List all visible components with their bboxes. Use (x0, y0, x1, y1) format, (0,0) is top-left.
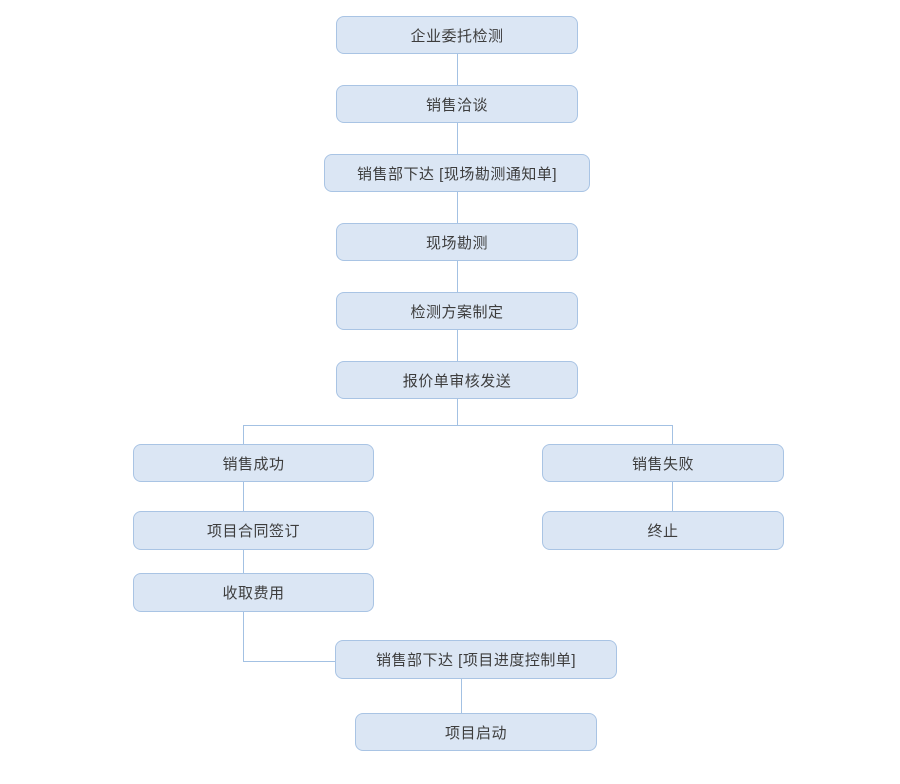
node-terminate[interactable]: 终止 (542, 511, 784, 550)
node-fee-collection[interactable]: 收取费用 (133, 573, 374, 612)
connector-success-to-contract (243, 482, 244, 511)
node-test-plan[interactable]: 检测方案制定 (336, 292, 578, 330)
node-enterprise-entrust-testing[interactable]: 企业委托检测 (336, 16, 578, 54)
connector-plan-to-quotation (457, 330, 458, 361)
node-sales-success[interactable]: 销售成功 (133, 444, 374, 482)
connector-fee-stem (243, 612, 244, 661)
connector-sales-talk-to-notice (457, 123, 458, 154)
node-quotation-review[interactable]: 报价单审核发送 (336, 361, 578, 399)
node-project-launch[interactable]: 项目启动 (355, 713, 597, 751)
connector-site-survey-to-plan (457, 261, 458, 292)
connector-contract-to-fee (243, 550, 244, 573)
connector-split-to-failure (672, 425, 673, 444)
connector-fee-to-progress (243, 661, 335, 662)
connector-notice-to-site-survey (457, 192, 458, 223)
node-sales-failure[interactable]: 销售失败 (542, 444, 784, 482)
node-survey-notice[interactable]: 销售部下达 [现场勘测通知单] (324, 154, 590, 192)
connector-split-bar (243, 425, 673, 426)
node-site-survey[interactable]: 现场勘测 (336, 223, 578, 261)
node-contract-signing[interactable]: 项目合同签订 (133, 511, 374, 550)
connector-entrust-to-sales-talk (457, 54, 458, 85)
connector-progress-to-launch (461, 679, 462, 713)
node-progress-control[interactable]: 销售部下达 [项目进度控制单] (335, 640, 617, 679)
node-sales-negotiation[interactable]: 销售洽谈 (336, 85, 578, 123)
connector-failure-to-terminate (672, 482, 673, 511)
connector-quotation-stem (457, 399, 458, 425)
connector-split-to-success (243, 425, 244, 444)
